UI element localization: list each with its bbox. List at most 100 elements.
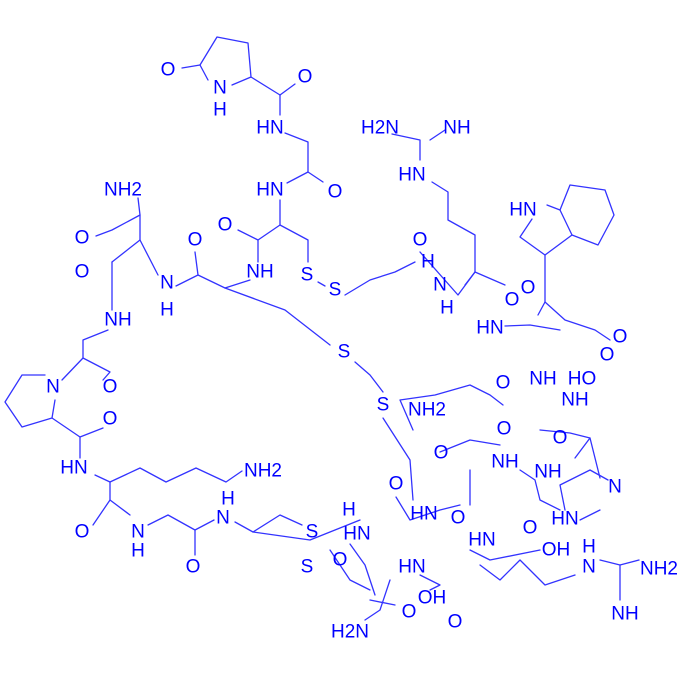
atom-label: O	[103, 377, 118, 398]
atom-label: NH	[246, 262, 273, 283]
atom-label: NH	[529, 369, 556, 390]
atom-label: H	[221, 489, 235, 510]
bond	[546, 204, 573, 236]
bond	[279, 224, 309, 263]
atom-label: O	[75, 522, 90, 543]
bond	[224, 287, 331, 346]
bond	[559, 469, 609, 511]
atom-label: NH	[491, 452, 518, 473]
bond	[250, 76, 281, 96]
atom-label: HN	[398, 165, 425, 186]
atom-label: O	[434, 443, 449, 464]
bond	[286, 171, 309, 184]
atom-label: NH2	[244, 461, 282, 482]
atom-label: O	[161, 60, 176, 81]
atom-label: HN	[256, 118, 283, 139]
bond	[599, 559, 640, 566]
atom-label: O	[218, 215, 233, 236]
bond	[419, 251, 476, 296]
bond	[439, 439, 501, 453]
bond	[51, 417, 104, 438]
atom-label: S	[301, 265, 314, 286]
atom-label: NH2	[408, 400, 446, 421]
atom-label: O	[448, 612, 463, 633]
bond	[544, 301, 611, 341]
bond	[474, 271, 506, 286]
bond	[82, 329, 111, 381]
bond	[519, 469, 561, 511]
atom-label: NH2	[104, 180, 142, 201]
bond	[539, 429, 601, 479]
atom-label: N	[216, 508, 230, 529]
atom-label: S	[329, 280, 342, 301]
atom-label: O	[298, 67, 313, 88]
atom-label: N	[46, 377, 60, 398]
bond	[194, 519, 215, 531]
bond	[61, 357, 84, 381]
atom-label: HN	[410, 504, 437, 525]
atom-label: O	[600, 345, 615, 366]
atom-label: O	[333, 550, 348, 571]
atom-label: NH	[561, 390, 588, 411]
atom-label: HN	[551, 509, 578, 530]
atom-label: N	[131, 522, 145, 543]
atom-label: HN	[476, 318, 503, 339]
atom-label: O	[402, 602, 417, 623]
atom-label: H	[131, 541, 145, 562]
atom-label: NH	[534, 462, 561, 483]
atom-label: O	[521, 278, 536, 299]
atom-label: OH	[418, 588, 447, 609]
bond	[109, 467, 243, 483]
atom-label: NH2	[640, 559, 678, 580]
atom-label: N	[582, 557, 596, 578]
bond	[349, 543, 376, 596]
bond	[197, 274, 251, 289]
bond	[391, 133, 421, 161]
bond	[574, 437, 591, 459]
atom-label: HN	[468, 530, 495, 551]
bond	[504, 324, 561, 331]
bond	[92, 474, 111, 526]
bond	[234, 514, 303, 533]
atom-label: NH	[104, 310, 131, 331]
bond	[399, 384, 504, 431]
bond	[279, 83, 296, 96]
atom-label: H	[160, 300, 174, 321]
atom-label: HN	[509, 200, 536, 221]
atom-label: NH	[611, 604, 638, 625]
bond	[199, 64, 209, 81]
atom-label: N	[160, 273, 174, 294]
bond	[369, 599, 396, 606]
bond	[479, 559, 576, 586]
atom-label: O	[553, 428, 568, 449]
atom-label: N	[608, 477, 622, 498]
bond	[139, 239, 159, 276]
atom-label: N	[213, 78, 227, 99]
atom-label: O	[186, 557, 201, 578]
atom-label: S	[338, 342, 351, 363]
atom-label: O	[613, 327, 628, 348]
bond	[317, 281, 326, 287]
atom-label: NH	[443, 118, 470, 139]
atom-label: O	[505, 290, 520, 311]
bond	[175, 251, 199, 287]
bond	[364, 579, 391, 621]
bond	[181, 64, 201, 69]
atom-label: HN	[343, 524, 370, 545]
atom-label: O	[523, 518, 538, 539]
bond	[95, 197, 141, 237]
atom-label: N	[433, 275, 447, 296]
bond	[469, 549, 541, 561]
atom-label: O	[75, 228, 90, 249]
bond	[109, 499, 131, 516]
atom-label: O	[413, 230, 428, 251]
atom-label: H	[213, 100, 227, 121]
bond	[284, 132, 324, 183]
atom-label: H	[421, 252, 435, 273]
atom-label: HN	[256, 180, 283, 201]
atom-label: HN	[398, 557, 425, 578]
atom-label: O	[188, 230, 203, 251]
atom-label: O	[328, 182, 343, 203]
